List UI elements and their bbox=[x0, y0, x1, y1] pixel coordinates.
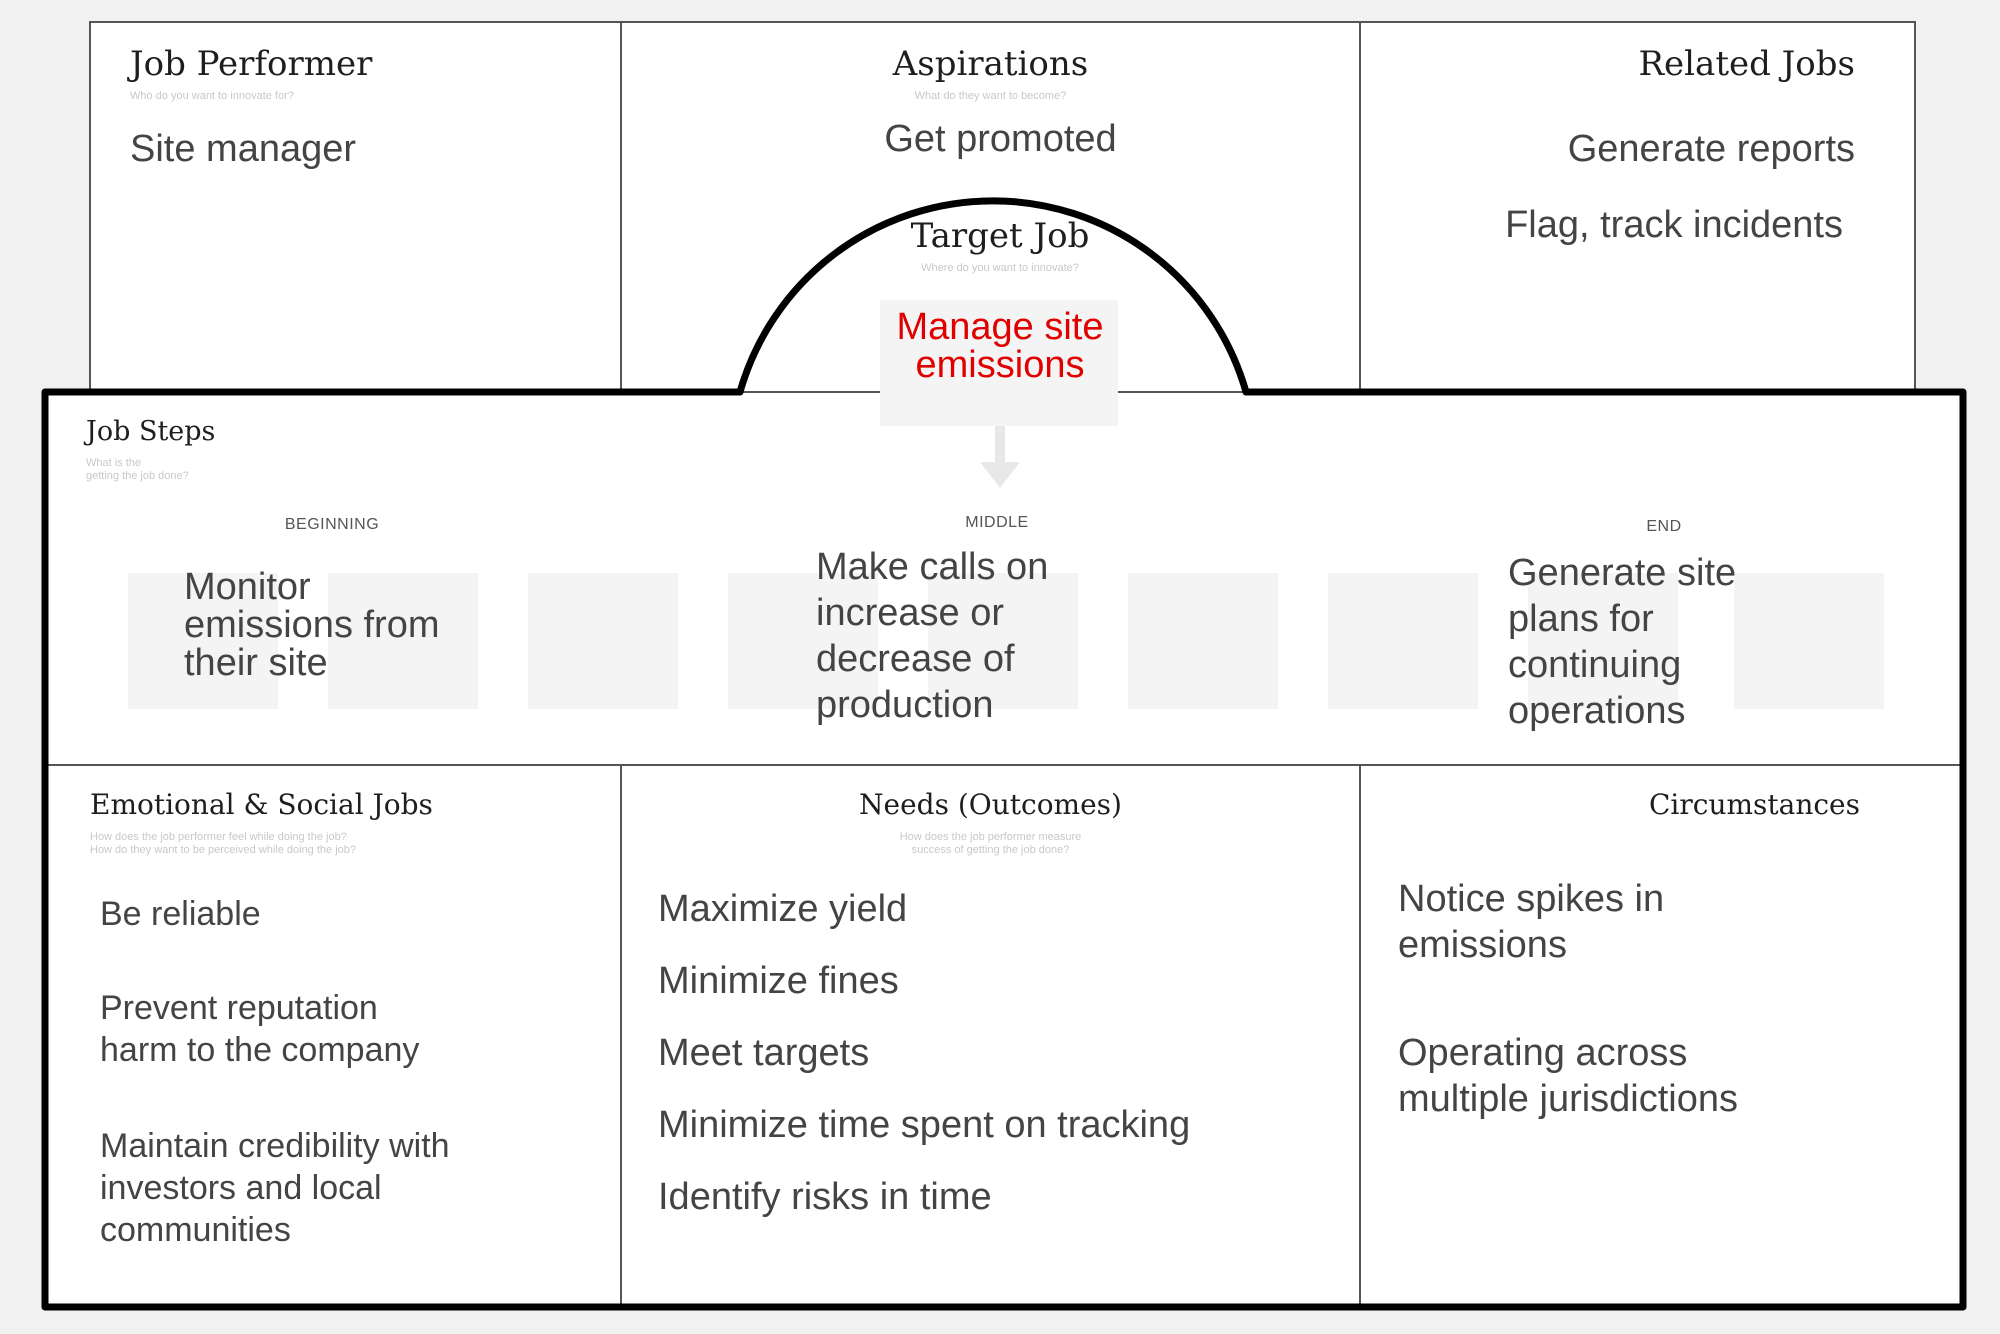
step-placeholder bbox=[728, 573, 878, 709]
related-jobs-item: Flag, track incidents bbox=[1505, 204, 1843, 246]
related-jobs-title: Related Jobs bbox=[1638, 44, 1855, 84]
emotional-social-item: Prevent reputation harm to the company bbox=[100, 989, 420, 1069]
target-job-section: Target Job Where do you want to innovate… bbox=[800, 216, 1200, 275]
needs-subtitle-line1: How does the job performer measure bbox=[899, 831, 1082, 843]
aspirations-subtitle: What do they want to become? bbox=[914, 90, 1067, 102]
job-performer-subtitle: Who do you want to innovate for? bbox=[130, 90, 294, 102]
needs-section: Needs (Outcomes) How does the job perfor… bbox=[621, 788, 1360, 857]
thick-outline bbox=[41, 197, 1967, 1311]
needs-item: Maximize yield bbox=[658, 888, 908, 930]
step-placeholder bbox=[1528, 573, 1678, 709]
target-job-subtitle: Where do you want to innovate? bbox=[921, 262, 1079, 274]
phase-label-middle: MIDDLE bbox=[965, 514, 1029, 531]
job-step-middle: Make calls on increase or decrease of pr… bbox=[816, 546, 1049, 726]
needs-item: Meet targets bbox=[658, 1032, 870, 1074]
bottom-panels-background bbox=[45, 392, 1963, 1307]
step-placeholder bbox=[1328, 573, 1478, 709]
job-steps-title: Job Steps bbox=[86, 416, 216, 447]
target-job-value: Manage site emissions bbox=[896, 306, 1104, 386]
target-job-placeholder bbox=[880, 300, 1118, 426]
step-placeholder bbox=[528, 573, 678, 709]
needs-title: Needs (Outcomes) bbox=[859, 788, 1122, 821]
step-placeholder bbox=[1734, 573, 1884, 709]
job-steps-subtitle-line2: getting the job done? bbox=[86, 470, 189, 482]
circumstances-item: Operating across multiple jurisdictions bbox=[1398, 1032, 1739, 1120]
emotional-social-subtitle-line1: How does the job performer feel while do… bbox=[90, 831, 347, 843]
emotional-social-title: Emotional & Social Jobs bbox=[90, 788, 433, 821]
job-performer-title: Job Performer bbox=[130, 44, 373, 84]
job-step-beginning: Monitor emissions from their site bbox=[184, 566, 440, 684]
step-placeholder bbox=[1128, 573, 1278, 709]
needs-subtitle-line2: success of getting the job done? bbox=[911, 844, 1070, 856]
job-performer-value: Site manager bbox=[130, 128, 357, 170]
job-steps-subtitle-line1: What is the bbox=[86, 457, 142, 469]
step-placeholder bbox=[328, 573, 478, 709]
needs-item: Identify risks in time bbox=[658, 1176, 992, 1218]
needs-item: Minimize time spent on tracking bbox=[658, 1104, 1191, 1146]
related-jobs-item: Generate reports bbox=[1567, 128, 1855, 170]
job-step-end: Generate site plans for continuing opera… bbox=[1508, 552, 1737, 732]
emotional-social-item: Maintain credibility with investors and … bbox=[100, 1127, 450, 1249]
needs-item: Minimize fines bbox=[658, 960, 899, 1002]
job-performer-section: Job Performer Who do you want to innovat… bbox=[130, 44, 372, 103]
target-job-title: Target Job bbox=[910, 216, 1090, 256]
emotional-social-subtitle-line2: How do they want to be perceived while d… bbox=[90, 844, 357, 856]
circumstances-title: Circumstances bbox=[1649, 788, 1860, 821]
emotional-social-section: Emotional & Social Jobs How does the job… bbox=[90, 788, 433, 857]
aspirations-title: Aspirations bbox=[892, 44, 1089, 84]
aspirations-value: Get promoted bbox=[884, 118, 1117, 160]
aspirations-section: Aspirations What do they want to become? bbox=[621, 44, 1360, 103]
related-jobs-section: Related Jobs bbox=[1360, 44, 1855, 84]
step-placeholder bbox=[128, 573, 278, 709]
phase-label-beginning: BEGINNING bbox=[284, 516, 380, 533]
phase-label-end: END bbox=[1646, 518, 1682, 535]
job-steps-section: Job Steps What is the getting the job do… bbox=[86, 416, 215, 483]
emotional-social-item: Be reliable bbox=[100, 895, 261, 933]
circumstances-section: Circumstances bbox=[1360, 788, 1860, 821]
circumstances-item: Notice spikes in emissions bbox=[1398, 878, 1665, 966]
step-placeholder bbox=[928, 573, 1078, 709]
target-arrow-head bbox=[980, 462, 1020, 488]
